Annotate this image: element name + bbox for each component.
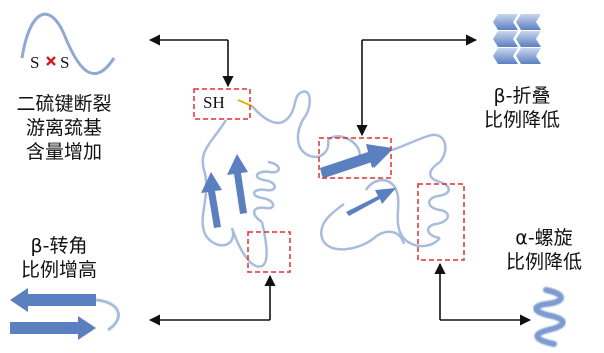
alpha-helix-connector-arrow xyxy=(434,262,532,326)
alpha-helix-caption: α-螺旋 比例降低 xyxy=(484,226,604,274)
beta-turn-highlight-box xyxy=(247,231,291,273)
beta-turn-caption: β-转角 比例增高 xyxy=(4,234,114,282)
alpha-helix-icon xyxy=(533,287,566,347)
protein-ribbon xyxy=(201,90,450,268)
sulfur-left-label: S xyxy=(30,53,39,72)
disulfide-caption-line-1: 二硫键断裂 xyxy=(16,93,112,115)
sh-connector-arrow xyxy=(148,34,234,88)
beta-turn-connector-arrow xyxy=(148,274,276,326)
beta-sheet-caption-line-1: β-折叠 xyxy=(493,85,551,107)
alpha-helix-caption-line-1: α-螺旋 xyxy=(515,227,573,249)
beta-sheet-connector-arrow xyxy=(356,34,478,137)
sh-label: SH xyxy=(203,93,225,112)
beta-turn-caption-line-1: β-转角 xyxy=(30,235,88,257)
beta-turn-caption-line-2: 比例增高 xyxy=(20,259,97,281)
sh-highlight-box xyxy=(193,88,251,120)
beta-turn-icon xyxy=(10,288,120,340)
sulfur-right-label: S xyxy=(60,53,69,72)
disulfide-caption-line-3: 含量增加 xyxy=(25,141,102,163)
disulfide-curve-icon xyxy=(20,12,116,75)
alpha-helix-caption-line-2: 比例降低 xyxy=(505,251,582,273)
beta-sheet-caption: β-折叠 比例降低 xyxy=(462,84,582,132)
disulfide-caption: 二硫键断裂 游离巯基 含量增加 xyxy=(4,92,124,164)
beta-sheet-highlight-box xyxy=(318,137,392,179)
beta-sheet-caption-line-2: 比例降低 xyxy=(483,109,560,131)
bond-break-cross-icon xyxy=(46,56,56,66)
alpha-helix-highlight-box xyxy=(417,183,465,261)
beta-sheet-icon xyxy=(493,14,541,64)
disulfide-caption-line-2: 游离巯基 xyxy=(25,117,102,139)
